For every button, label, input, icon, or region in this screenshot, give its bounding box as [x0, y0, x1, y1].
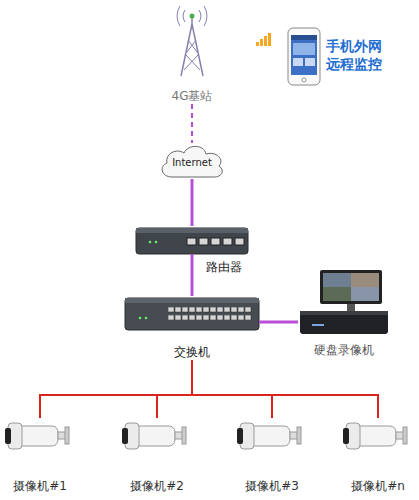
switch-body: [125, 298, 259, 330]
recorder-top: [300, 311, 388, 315]
network-link: [191, 254, 194, 296]
camera-node: 摄像机#2: [121, 418, 193, 494]
phone-video: [305, 58, 315, 66]
phone-video: [293, 43, 315, 55]
switch-icon: [125, 298, 259, 330]
signal-bar: [268, 33, 271, 46]
router-top: [136, 228, 248, 233]
antenna-tip: [190, 14, 195, 19]
camera-icon: [343, 423, 407, 449]
wireless-link: [191, 104, 193, 143]
radio-wave: [199, 10, 201, 22]
device-label: 4G基站: [152, 89, 232, 104]
network-link: [259, 321, 298, 324]
camera-label: 摄像机#2: [115, 479, 199, 494]
tower-icon: [177, 6, 207, 76]
monitor-frame: [320, 270, 382, 304]
tower-leg: [181, 24, 192, 76]
nvr-node: 硬盘录像机: [298, 268, 390, 358]
phone-node: 手机外网 远程监控: [286, 26, 398, 86]
signal-bar: [264, 36, 267, 46]
router-port: [223, 238, 232, 245]
nvr-icon: [300, 270, 388, 334]
switch-led: [145, 317, 148, 320]
tower-brace: [187, 40, 196, 52]
switch-top: [125, 298, 259, 303]
device-label: 硬盘录像机: [290, 343, 398, 358]
signal-bar: [256, 42, 259, 46]
remote-monitor-label: 手机外网 远程监控: [326, 38, 388, 73]
recorder-led: [312, 324, 324, 326]
camera-node: 摄像机#n: [342, 418, 414, 494]
internet-cloud: Internet: [158, 143, 226, 179]
monitor-view: [323, 287, 351, 301]
tower-brace: [186, 55, 200, 70]
camera-cable: [157, 360, 192, 418]
camera-label: 摄像机#3: [230, 479, 314, 494]
router-body: [136, 228, 248, 254]
router-port: [211, 238, 220, 245]
camera-node: 摄像机#3: [236, 418, 308, 494]
camera-icons: [5, 423, 407, 449]
camera-cable: [40, 360, 192, 418]
camera-icon: [237, 423, 301, 449]
monitor-stand: [347, 304, 355, 311]
tower-brace: [184, 55, 198, 70]
router-led: [149, 241, 152, 244]
camera-label: 摄像机#1: [0, 479, 82, 494]
switch-ports: [168, 307, 252, 320]
phone-app-bar: [291, 35, 317, 40]
signal-bar: [260, 39, 263, 46]
monitor-view: [351, 273, 379, 287]
radio-wave: [204, 6, 207, 26]
phone-icon: [288, 28, 320, 85]
router-port: [199, 238, 208, 245]
router-port: [235, 238, 244, 245]
camera-cable: [192, 360, 378, 418]
phone-video: [293, 58, 303, 66]
router-node: 路由器: [136, 226, 248, 254]
tower-leg: [192, 24, 203, 76]
switch-led: [139, 317, 142, 320]
camera-cable: [192, 360, 272, 418]
network-link: [191, 179, 194, 226]
switch-node: 交换机: [125, 296, 259, 360]
phone-screen: [291, 35, 317, 75]
tower-brace: [188, 40, 197, 52]
phone-button: [302, 78, 306, 82]
device-label: 交换机: [125, 345, 259, 360]
router-port: [187, 238, 196, 245]
phone-body: [288, 28, 320, 85]
recorder-body: [300, 311, 388, 334]
cloud-label: Internet: [158, 157, 226, 170]
router-icon: [136, 228, 248, 254]
camera-icon: [5, 423, 69, 449]
router-led: [155, 241, 158, 244]
camera-icon: [122, 423, 186, 449]
camera-node: 摄像机#1: [4, 418, 76, 494]
camera-label: 摄像机#n: [336, 479, 419, 494]
monitor-view: [323, 273, 351, 287]
monitor-view: [351, 287, 379, 301]
signal-bars: [256, 33, 271, 46]
radio-wave: [183, 10, 185, 22]
device-label: 路由器: [206, 260, 242, 275]
base-station-node: 4G基站: [167, 12, 217, 104]
radio-wave: [177, 6, 180, 26]
